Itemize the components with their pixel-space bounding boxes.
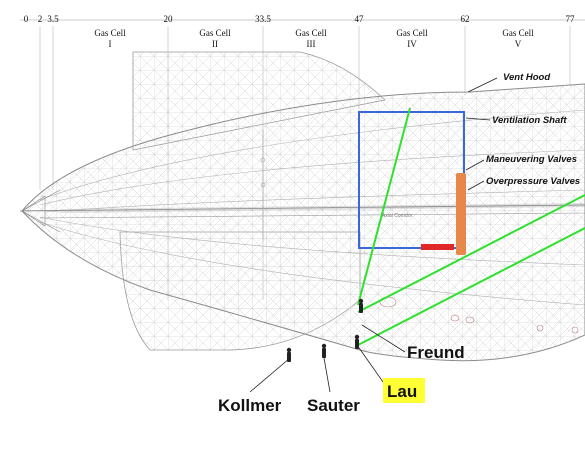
frame-77: 77 xyxy=(566,14,576,24)
callout-vent-hood: Vent Hood xyxy=(503,72,550,83)
gas-cell-1-num: I xyxy=(109,39,112,49)
sight-lines xyxy=(357,107,585,346)
figure-kollmer xyxy=(286,347,292,362)
sight-line-2 xyxy=(357,194,585,313)
frame-47: 47 xyxy=(355,14,365,24)
gas-cell-3-name: Gas Cell xyxy=(295,28,327,38)
sight-line-3 xyxy=(357,227,585,346)
red-marker xyxy=(421,244,454,250)
gas-cell-labels: Gas Cell I Gas Cell II Gas Cell III Gas … xyxy=(94,28,534,49)
crew-figures xyxy=(286,298,364,362)
callout-overpressure-valves: Overpressure Valves xyxy=(486,176,580,187)
frame-62: 62 xyxy=(461,14,470,24)
figure-lau xyxy=(354,334,360,349)
figure-sauter xyxy=(321,343,327,358)
callout-leaders xyxy=(249,77,498,393)
frame-2: 2 xyxy=(38,14,43,24)
gas-cell-2-name: Gas Cell xyxy=(199,28,231,38)
axial-corridor-label: Axial Corridor xyxy=(382,213,413,219)
crew-label-kollmer: Kollmer xyxy=(218,396,282,415)
sight-line-1 xyxy=(357,107,411,306)
lau-highlight xyxy=(383,378,425,403)
gas-cell-1-name: Gas Cell xyxy=(94,28,126,38)
gas-cell-4-name: Gas Cell xyxy=(396,28,428,38)
frame-0: 0 xyxy=(24,14,29,24)
frame-3-5: 3.5 xyxy=(47,14,59,24)
frame-20: 20 xyxy=(164,14,174,24)
gas-cell-2-num: II xyxy=(212,39,218,49)
axial-corridor-structure xyxy=(19,203,585,219)
callout-ventilation-shaft: Ventilation Shaft xyxy=(492,115,567,126)
overpressure-valve-bar xyxy=(456,173,466,255)
gas-cell-5-name: Gas Cell xyxy=(502,28,534,38)
callout-maneuvering-valves: Maneuvering Valves xyxy=(486,154,577,165)
crew-label-freund: Freund xyxy=(407,343,465,362)
bow-cap xyxy=(21,189,61,233)
ladder-detail xyxy=(260,130,266,240)
gas-cell-5-num: V xyxy=(515,39,522,49)
frame-33-5: 33.5 xyxy=(255,14,271,24)
crew-label-lau: Lau xyxy=(387,382,417,401)
gas-cell-3-num: III xyxy=(307,39,316,49)
figure-freund xyxy=(358,298,364,313)
gas-cell-4-num: IV xyxy=(407,39,417,49)
crew-label-sauter: Sauter xyxy=(307,396,360,415)
